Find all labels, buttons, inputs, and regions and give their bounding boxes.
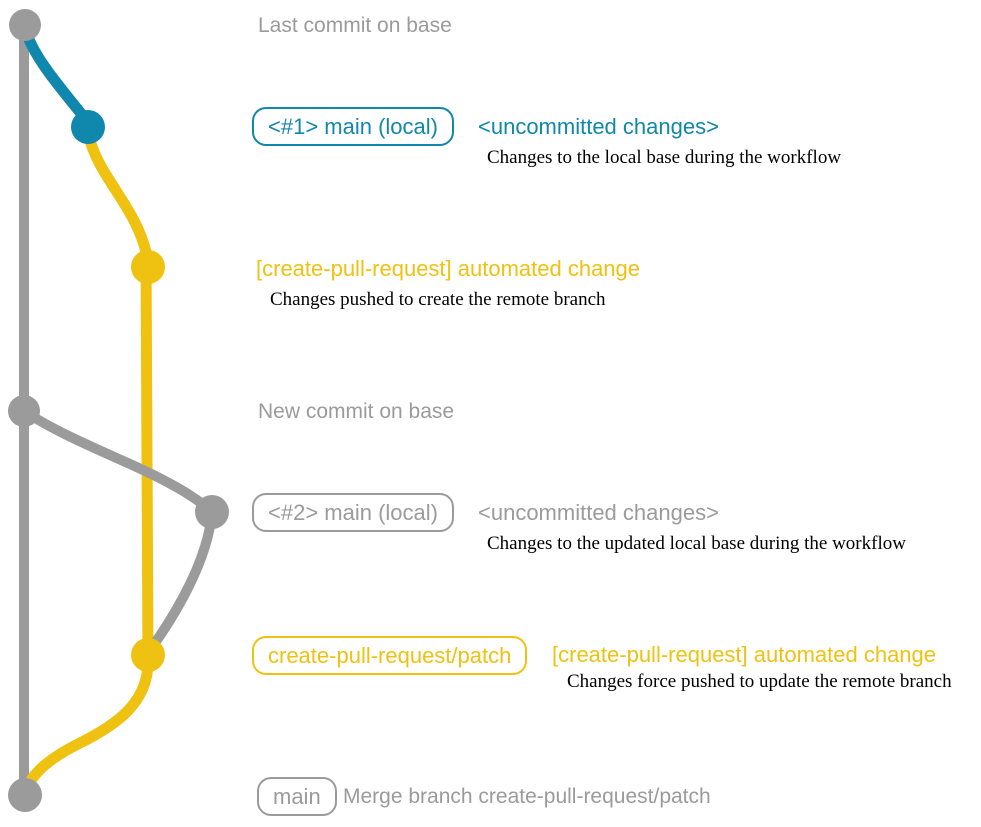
commit-node-last-commit-on-base <box>9 9 41 41</box>
description-push-create: Changes pushed to create the remote bran… <box>270 289 606 310</box>
local-main-branch-curve <box>19 22 94 128</box>
badge-main-local-1: <#1> main (local) <box>252 107 454 147</box>
commit-node-new-commit-on-base <box>8 395 40 427</box>
description-updated-local-base: Changes to the updated local base during… <box>487 533 906 554</box>
message-uncommitted-changes-1: <uncommitted changes> <box>478 114 719 139</box>
commit-node-automated-change-1 <box>131 250 165 284</box>
label-last-commit-on-base: Last commit on base <box>258 14 452 37</box>
label-new-commit-on-base: New commit on base <box>258 400 455 423</box>
badge-patch-branch: create-pull-request/patch <box>252 636 528 676</box>
message-automated-change-1: [create-pull-request] automated change <box>256 256 641 281</box>
updated-local-main-curve-in <box>145 507 217 655</box>
patch-branch-curve <box>20 126 154 797</box>
description-force-push: Changes force pushed to update the remot… <box>567 671 952 692</box>
badge-main-local-2: <#2> main (local) <box>252 493 454 533</box>
label-merge-commit: Merge branch create-pull-request/patch <box>343 785 711 808</box>
commit-node-uncommitted-changes-2 <box>195 495 229 529</box>
badge-main: main <box>257 777 337 817</box>
message-uncommitted-changes-2: <uncommitted changes> <box>478 500 719 525</box>
commit-node-automated-change-2 <box>131 638 165 672</box>
commit-node-merge-commit <box>8 778 42 812</box>
git-graph <box>8 9 229 812</box>
commit-node-uncommitted-changes-1 <box>71 110 105 144</box>
description-local-base: Changes to the local base during the wor… <box>487 147 842 168</box>
message-automated-change-2: [create-pull-request] automated change <box>552 642 937 667</box>
updated-local-main-curve-out <box>19 406 210 511</box>
